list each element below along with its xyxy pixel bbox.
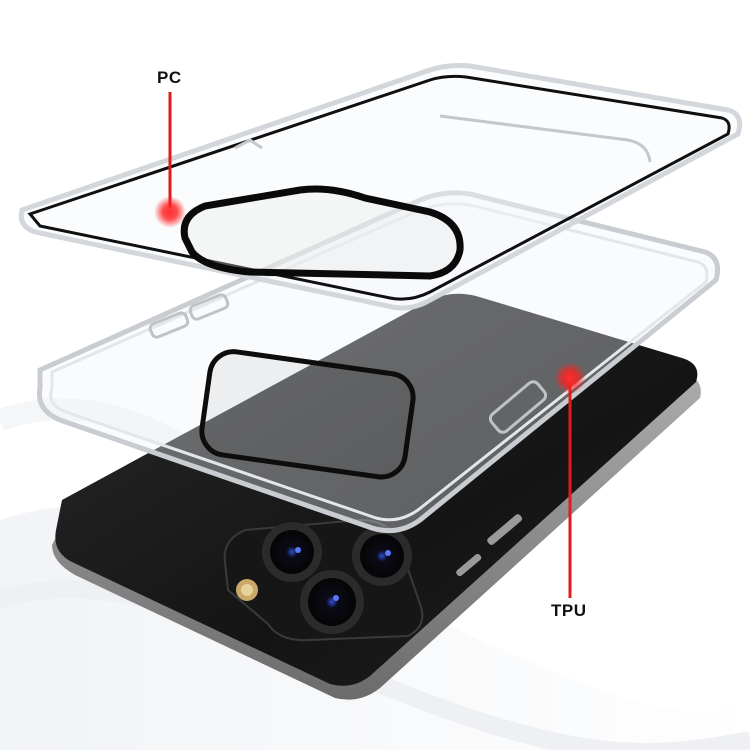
tpu-label: TPU bbox=[551, 601, 587, 620]
camera-lens-icon bbox=[352, 526, 412, 586]
pc-back-plate bbox=[18, 63, 743, 311]
phone bbox=[52, 293, 701, 700]
tpu-bumper bbox=[36, 190, 721, 534]
pc-label: PC bbox=[157, 68, 182, 87]
pc-callout bbox=[154, 92, 186, 228]
camera-lens-icon bbox=[300, 570, 364, 634]
flash-icon bbox=[236, 579, 258, 601]
camera-lens-icon bbox=[262, 522, 322, 582]
tpu-callout bbox=[554, 362, 586, 598]
